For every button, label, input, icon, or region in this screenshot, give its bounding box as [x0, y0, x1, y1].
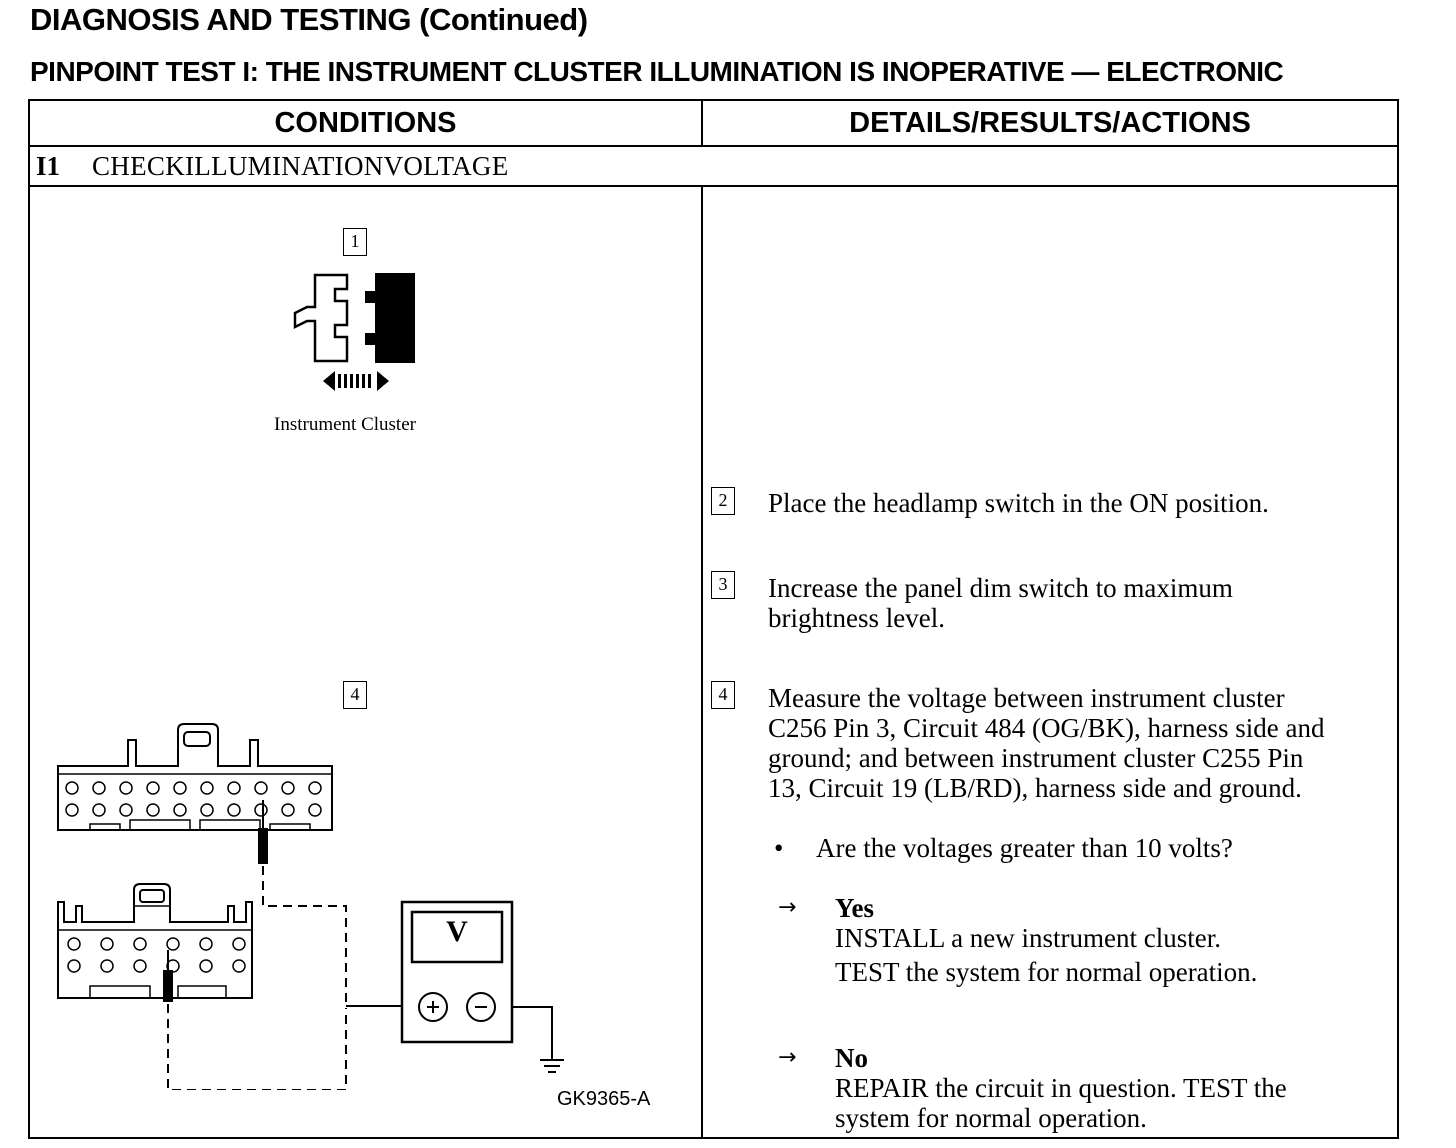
step-4-line3: ground; and between instrument cluster C…: [768, 743, 1304, 773]
step-title-row: I1 CHECKILLUMINATIONVOLTAGE: [30, 147, 1397, 187]
test-lead-negative: [167, 1004, 347, 1090]
connector-pin: [254, 781, 268, 795]
no-label: No: [835, 1043, 868, 1073]
probe-c255: [163, 950, 173, 1002]
voltmeter: [400, 900, 514, 1044]
disconnect-arrow-icon: [323, 371, 389, 391]
connector-pin: [199, 959, 213, 973]
connector-pin: [199, 937, 213, 951]
step-id: I1: [36, 151, 61, 181]
connector-pin: [308, 781, 322, 795]
ground-icon: [540, 1059, 564, 1073]
step-4-line2: C256 Pin 3, Circuit 484 (OG/BK), harness…: [768, 713, 1325, 743]
details-header: DETAILS/RESULTS/ACTIONS: [849, 107, 1251, 139]
connector-caption: Instrument Cluster: [274, 414, 416, 435]
step-2-text: Place the headlamp switch in the ON posi…: [768, 488, 1269, 518]
callout-1: 1: [343, 228, 367, 256]
question-bullet: •: [774, 833, 784, 863]
page-title: DIAGNOSIS AND TESTING (Continued): [30, 2, 588, 37]
cluster-connector-half: [293, 273, 349, 363]
connector-pin: [119, 803, 133, 817]
c256-connector: [57, 723, 333, 831]
ground-lead: [512, 1006, 553, 1060]
connector-pin: [254, 803, 268, 817]
no-action-line2: system for normal operation.: [835, 1103, 1147, 1133]
header-divider: [701, 101, 703, 147]
table-header-row: CONDITIONS DETAILS/RESULTS/ACTIONS: [30, 101, 1397, 147]
yes-label: Yes: [835, 893, 874, 923]
connector-pin: [200, 781, 214, 795]
step-4-line1: Measure the voltage between instrument c…: [768, 683, 1285, 713]
connector-pin: [146, 781, 160, 795]
connector-pin: [166, 937, 180, 951]
connector-pin: [308, 803, 322, 817]
connector-pin: [281, 781, 295, 795]
test-table: CONDITIONS DETAILS/RESULTS/ACTIONS I1 CH…: [28, 99, 1399, 1139]
connector-pin: [65, 803, 79, 817]
c255-connector: [57, 883, 253, 999]
harness-connector-half: [365, 273, 415, 363]
connector-pin: [227, 803, 241, 817]
connector-pin: [146, 803, 160, 817]
connector-pin: [67, 959, 81, 973]
conditions-header: CONDITIONS: [274, 107, 457, 139]
connector-pin: [232, 959, 246, 973]
connector-pin: [92, 781, 106, 795]
pinpoint-test-title: PINPOINT TEST I: THE INSTRUMENT CLUSTER …: [30, 56, 1284, 87]
connector-pin: [173, 803, 187, 817]
test-lead-positive: [262, 866, 347, 1006]
callout-4: 4: [343, 681, 367, 709]
connector-pin: [100, 937, 114, 951]
voltage-measurement-diagram: [57, 723, 564, 1090]
connector-pin: [173, 781, 187, 795]
step-number-4: 4: [711, 681, 735, 709]
connector-pin: [67, 937, 81, 951]
connector-pin: [227, 781, 241, 795]
question-text: Are the voltages greater than 10 volts?: [816, 833, 1233, 863]
probe-c256: [258, 800, 268, 864]
figure-code: GK9365-A: [557, 1088, 651, 1110]
connector-pin: [133, 959, 147, 973]
step-3-line2: brightness level.: [768, 603, 945, 633]
meter-symbol: V: [446, 915, 468, 948]
step-number-2: 2: [711, 487, 735, 515]
connector-pin: [133, 937, 147, 951]
connector-pin: [119, 781, 133, 795]
connector-pin: [281, 803, 295, 817]
step-title: CHECKILLUMINATIONVOLTAGE: [92, 151, 509, 181]
step-3-line1: Increase the panel dim switch to maximum: [768, 573, 1233, 603]
step-4-line4: 13, Circuit 19 (LB/RD), harness side and…: [768, 773, 1302, 803]
connector-pin: [65, 781, 79, 795]
connector-pin: [100, 959, 114, 973]
yes-arrow-icon: →: [778, 895, 797, 920]
connector-pin: [200, 803, 214, 817]
yes-action-line2: TEST the system for normal operation.: [835, 957, 1258, 987]
column-divider: [701, 187, 703, 1139]
connector-disconnect-illustration: [293, 273, 415, 391]
no-arrow-icon: →: [778, 1045, 797, 1070]
connector-pin: [92, 803, 106, 817]
no-action-line1: REPAIR the circuit in question. TEST the: [835, 1073, 1287, 1103]
step-number-3: 3: [711, 571, 735, 599]
connector-pin: [232, 937, 246, 951]
yes-action-line1: INSTALL a new instrument cluster.: [835, 923, 1222, 953]
